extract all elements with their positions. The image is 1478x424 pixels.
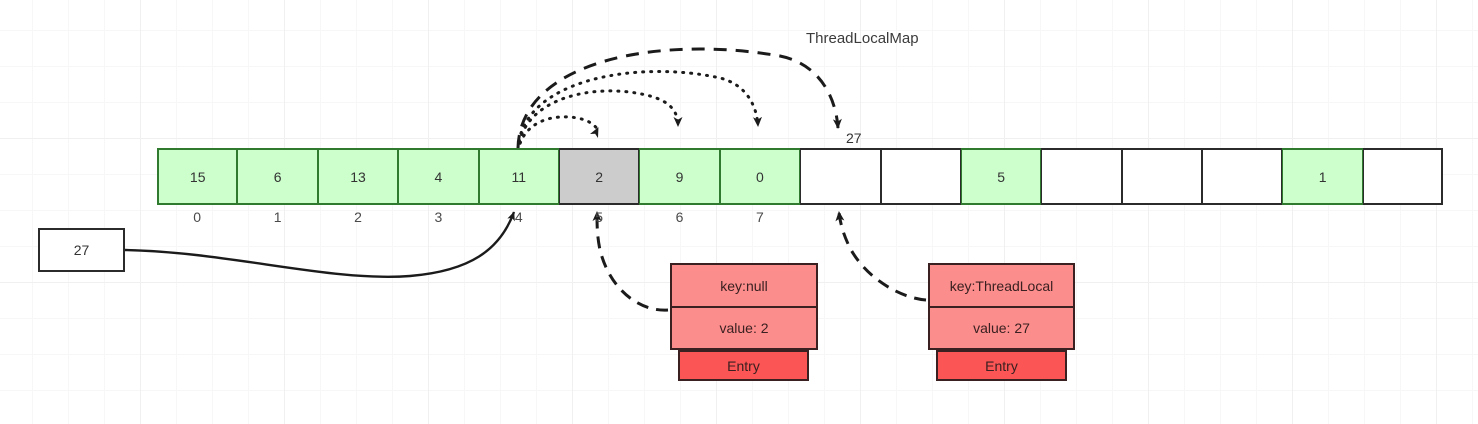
table-cell-4: 11: [478, 148, 559, 205]
entry-key-label: key:null: [670, 263, 818, 308]
table-index-0: 0: [193, 209, 202, 225]
table-index-4: 4: [514, 209, 523, 225]
table-index-2: 2: [354, 209, 362, 225]
connector-hash-to-slot-4: [124, 211, 516, 278]
page-title: ThreadLocalMap: [806, 30, 919, 47]
hash-box-27: 27: [38, 228, 125, 272]
table-cell-6: 9: [639, 148, 720, 205]
connector-probe-8: [516, 47, 842, 149]
table-index-7: 7: [756, 209, 764, 225]
entry-null-key: key:null value: 2 Entry: [670, 263, 818, 381]
table-index-6: 6: [675, 209, 684, 225]
table-cell-9: [880, 148, 961, 205]
connector-probe-5: [516, 115, 600, 153]
connector-probe-6: [516, 89, 683, 152]
table-cell-0: 15: [157, 148, 238, 205]
table-cell-1: 6: [237, 148, 318, 205]
entry-key-label: key:ThreadLocal: [928, 263, 1075, 308]
table-index-3: 3: [434, 209, 443, 225]
connector-probe-7: [516, 69, 762, 151]
table-cell-11: [1041, 148, 1122, 205]
connector-stale-entry-link: [592, 211, 669, 312]
entry-value-label: value: 27: [928, 308, 1075, 350]
table-cell-5: 2: [558, 148, 640, 205]
table-index-labels: 0 1 2 3 4 5 6 7: [157, 209, 800, 225]
entry-threadlocal-key: key:ThreadLocal value: 27 Entry: [928, 263, 1075, 381]
entry-type-tag: Entry: [936, 350, 1067, 381]
entry-type-tag: Entry: [678, 350, 809, 381]
table-cell-14: 1: [1282, 148, 1363, 205]
slot-label-27: 27: [846, 130, 862, 146]
table-cell-12: [1121, 148, 1203, 205]
table-cell-13: [1202, 148, 1283, 205]
table-cell-8: [800, 148, 881, 205]
table-index-5: 5: [595, 209, 604, 225]
table-index-1: 1: [273, 209, 282, 225]
table-cell-3: 4: [398, 148, 479, 205]
entry-value-label: value: 2: [670, 308, 818, 350]
table-cell-7: 0: [719, 148, 801, 205]
table-cell-10: 5: [960, 148, 1042, 205]
table-cell-2: 13: [317, 148, 399, 205]
table-cell-15: [1362, 148, 1444, 205]
connector-stored-entry-link: [835, 211, 927, 302]
